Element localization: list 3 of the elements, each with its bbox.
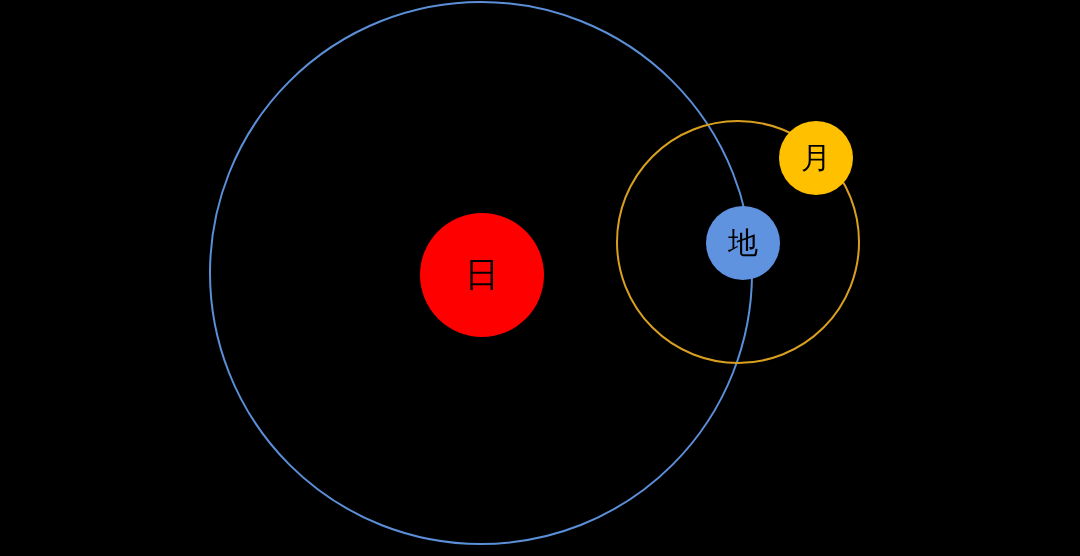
- sun-disc: 日: [420, 213, 544, 337]
- earth-disc: 地: [706, 206, 780, 280]
- moon-disc: 月: [779, 121, 853, 195]
